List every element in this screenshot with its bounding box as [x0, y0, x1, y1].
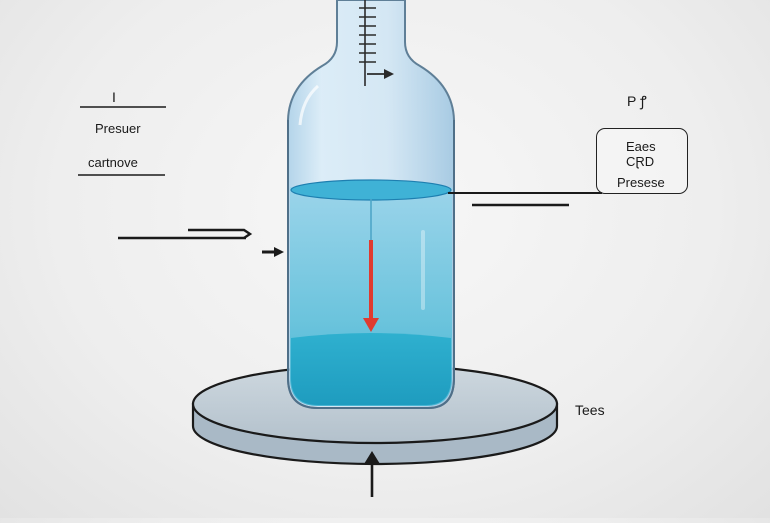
left-small-arrow — [262, 247, 284, 257]
info-line-3: Presese — [617, 175, 665, 190]
cartnove-label: cartnove — [88, 155, 138, 170]
info-line-2: CⱤD — [626, 154, 655, 169]
downward-pressure-arrow — [363, 199, 379, 332]
scale-pointer-arrow — [367, 69, 394, 79]
top-right-label: P ꝭ — [627, 93, 647, 109]
bottom-right-label: Tees — [575, 402, 605, 418]
info-line-1: Eaes — [626, 139, 656, 154]
top-left-mark: I — [112, 89, 116, 105]
upward-force-arrow — [364, 451, 380, 497]
left-inflow-arrow — [118, 228, 253, 240]
neck-scale — [359, 0, 376, 86]
info-callout-box: Eaes CⱤD Presese — [596, 128, 688, 194]
pressure-label: Presuer — [95, 121, 141, 136]
